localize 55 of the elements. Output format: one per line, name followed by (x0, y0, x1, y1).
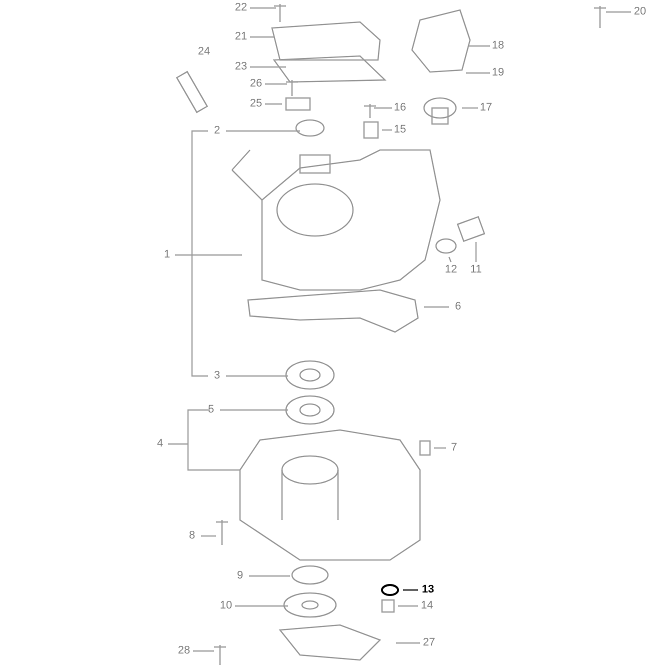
leader-line (191, 367, 289, 377)
callout-number: 20 (634, 6, 646, 18)
callout-number: 4 (156, 438, 164, 450)
callout-number: 28 (178, 646, 190, 656)
callout-number: 24 (198, 46, 210, 58)
leader-line (434, 447, 446, 449)
callout-number: 5 (208, 404, 214, 416)
leader-line (398, 605, 418, 607)
callout-number: 18 (492, 40, 504, 52)
callout-number: 19 (492, 68, 504, 78)
leader-line (374, 107, 392, 109)
callout-number: 23 (234, 62, 248, 72)
leader-line (167, 409, 241, 471)
leader-line (468, 45, 490, 47)
callout-number: 25 (250, 98, 262, 110)
leader-line (606, 11, 631, 13)
callout-number: 10 (220, 600, 232, 612)
callout-number: 1 (164, 250, 170, 260)
leader-line (448, 256, 452, 262)
callout-number: 27 (422, 638, 436, 648)
leader-line (265, 103, 282, 105)
callout-number: 2 (214, 126, 220, 136)
callout-number: 7 (450, 442, 458, 454)
callout-number: 6 (454, 302, 462, 312)
leader-line (475, 242, 477, 262)
callout-number: 16 (394, 102, 406, 114)
leader-line (265, 83, 287, 85)
leader-line (220, 409, 288, 411)
callout-number: 26 (250, 78, 262, 90)
leader-line (396, 642, 420, 644)
leader-line (201, 535, 216, 537)
callout-number: 15 (394, 124, 406, 136)
leader-line (193, 650, 214, 652)
callout-number: 13 (422, 584, 434, 596)
leader-line (403, 589, 418, 591)
callout-number: 22 (234, 2, 248, 14)
leader-line (382, 129, 392, 131)
leader-line (250, 36, 274, 38)
leader-line (466, 72, 490, 74)
callout-number: 9 (236, 570, 244, 582)
callout-number: 14 (420, 600, 434, 612)
leader-line (250, 66, 286, 68)
callout-number: 11 (470, 264, 482, 276)
callout-number: 17 (480, 102, 492, 114)
leader-line (191, 130, 301, 369)
leader-line (249, 575, 290, 577)
callout-number: 8 (188, 530, 196, 542)
callout-number: 3 (214, 370, 220, 382)
callout-number: 21 (234, 32, 248, 42)
callout-number: 12 (444, 264, 458, 276)
leader-line (424, 306, 449, 308)
leader-line (462, 107, 478, 109)
leader-line (235, 605, 288, 607)
leader-line (250, 7, 276, 9)
leader-line (175, 254, 242, 256)
